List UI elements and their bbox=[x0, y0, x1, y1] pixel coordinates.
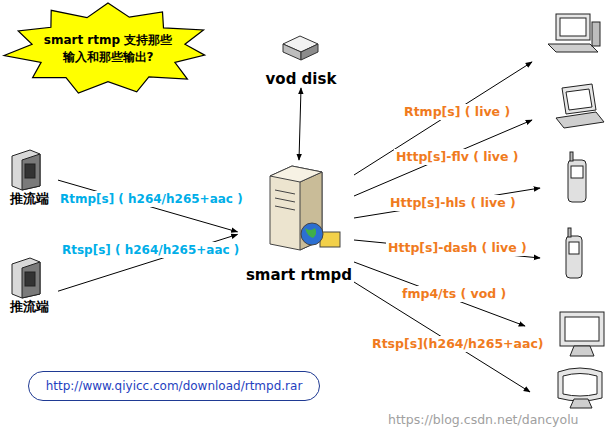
imac-icon bbox=[558, 368, 602, 408]
protocol-label: Http[s]-flv ( live ) bbox=[394, 149, 521, 165]
starburst-shape bbox=[2, 2, 214, 96]
phone-icon bbox=[568, 228, 571, 237]
phone-icon bbox=[571, 166, 583, 178]
laptop-icon bbox=[566, 89, 592, 110]
url-box: http://www.qiyicc.com/download/rtmpd.rar bbox=[28, 371, 320, 401]
desktop-icon bbox=[560, 18, 586, 36]
protocol-label: Rtsp[s](h264/h265+aac) bbox=[370, 336, 546, 352]
server-icon bbox=[300, 172, 322, 250]
disk-icon bbox=[283, 44, 301, 60]
imac-icon bbox=[558, 368, 602, 401]
pusher-client: 推流端 bbox=[0, 146, 58, 208]
starburst-callout: smart rtmp 支持那些 输入和那些输出? bbox=[2, 2, 214, 96]
phone-icon bbox=[566, 236, 582, 278]
starburst-outline bbox=[4, 3, 205, 93]
pusher-icon bbox=[25, 272, 35, 286]
phone-icon bbox=[569, 242, 579, 254]
monitor-icon bbox=[570, 346, 594, 356]
phone-icon bbox=[568, 160, 586, 202]
node-text: 推流端 bbox=[10, 190, 49, 208]
node-text: vod disk bbox=[264, 70, 339, 88]
laptop-icon bbox=[562, 84, 596, 114]
protocol-label: fmp4/ts ( vod ) bbox=[400, 286, 508, 302]
output-arrows bbox=[354, 120, 532, 196]
desktop-icon bbox=[548, 44, 598, 52]
output-arrows bbox=[354, 262, 525, 326]
server-icon bbox=[270, 166, 322, 250]
connector-arrow bbox=[299, 88, 301, 160]
server-icon bbox=[301, 223, 323, 245]
disk-icon bbox=[301, 44, 318, 60]
desktop-icon bbox=[592, 22, 600, 46]
pusher-icon bbox=[12, 258, 40, 298]
monitor-icon bbox=[565, 317, 599, 341]
pusher-icon bbox=[12, 150, 40, 190]
protocol-label: Rtmp[s] ( live ) bbox=[402, 104, 512, 120]
monitor-icon bbox=[560, 312, 604, 346]
pusher-icon bbox=[25, 164, 35, 178]
node-text: 推流端 bbox=[10, 298, 49, 316]
laptop-icon bbox=[556, 112, 604, 128]
server-icon bbox=[275, 206, 295, 210]
server-box: smart rtmpd bbox=[238, 160, 361, 284]
pusher-client: 推流端 bbox=[0, 254, 58, 316]
output-arrows bbox=[354, 188, 540, 218]
pusher-icon bbox=[12, 150, 40, 190]
server-icon bbox=[275, 198, 295, 202]
server-icon bbox=[305, 228, 316, 238]
desktop-icon bbox=[548, 14, 600, 52]
node-text: smart rtmp 支持那些 输入和那些输出? bbox=[40, 32, 176, 66]
edge-label: Rtmp[s] ( h264/h265+aac ) bbox=[58, 191, 245, 207]
node-text: http://www.qiyicc.com/download/rtmpd.rar bbox=[46, 379, 303, 393]
protocol-label: Http[s]-dash ( live ) bbox=[386, 240, 529, 256]
pusher-icon bbox=[22, 262, 40, 298]
desktop-icon bbox=[556, 14, 590, 40]
vod-disk: vod disk bbox=[258, 30, 345, 88]
imac-icon bbox=[563, 374, 597, 397]
output-arrows bbox=[354, 240, 540, 258]
node-text: smart rtmpd bbox=[244, 266, 354, 284]
laptop-icon bbox=[556, 84, 604, 128]
disk-icon bbox=[283, 36, 318, 60]
server-icon bbox=[270, 166, 340, 250]
output-arrows bbox=[354, 62, 532, 175]
edge-label: Rtsp[s] ( h264/h265+aac ) bbox=[60, 242, 241, 258]
server-icon bbox=[270, 166, 322, 182]
monitor-icon bbox=[560, 312, 604, 356]
protocol-label: Http[s]-hls ( live ) bbox=[388, 195, 518, 211]
phone-icon bbox=[566, 228, 582, 278]
phone-icon bbox=[568, 152, 586, 202]
imac-icon bbox=[570, 399, 592, 408]
server-icon bbox=[275, 190, 295, 194]
pusher-icon bbox=[22, 154, 40, 190]
watermark: https://blog.csdn.net/dancyolu bbox=[386, 412, 581, 428]
pusher-icon bbox=[12, 258, 40, 298]
phone-icon bbox=[570, 152, 573, 161]
